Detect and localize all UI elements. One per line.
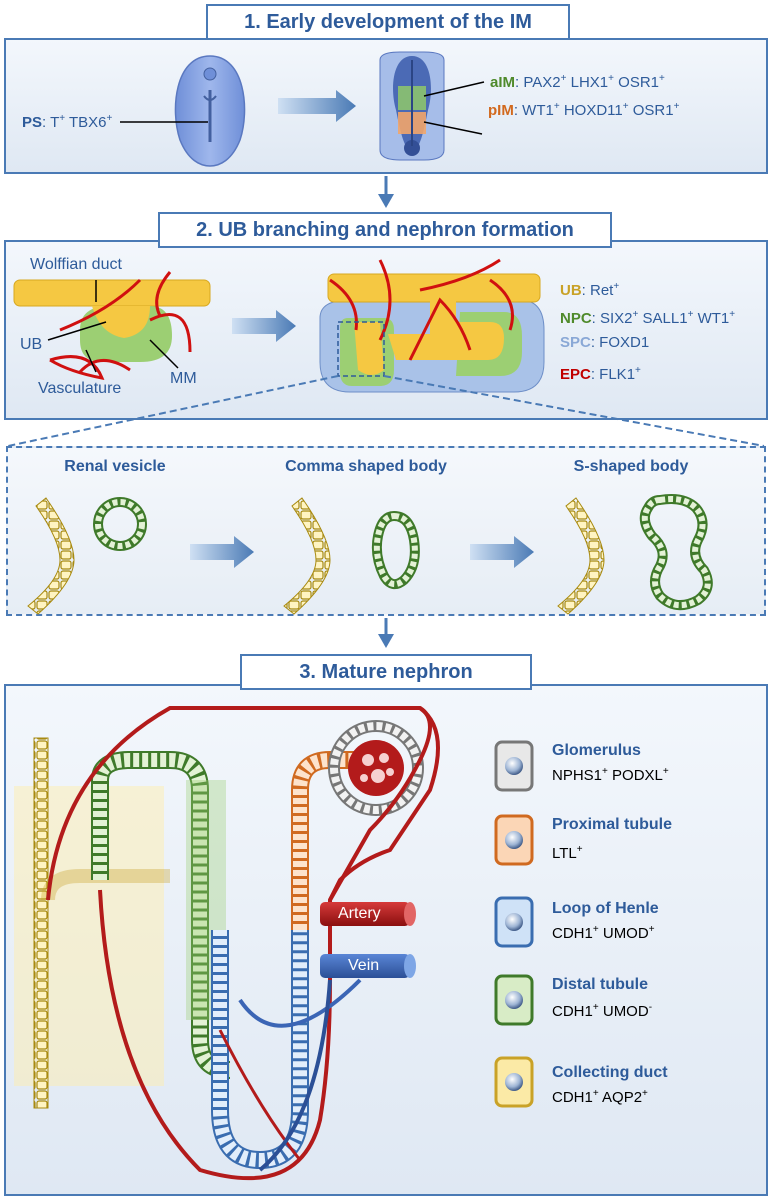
spc-marker: SPC: FOXD1 (560, 334, 650, 351)
s-shaped-body-graphic (557, 494, 713, 615)
embryo-intermediate-mesoderm (379, 51, 485, 161)
legend-icon-loop (494, 896, 534, 948)
mature-nephron-graphic (14, 706, 440, 1181)
ps-label: PS: T+ TBX6+ (22, 113, 113, 131)
pim-label: pIM: WT1+ HOXD11+ OSR1+ (488, 101, 680, 119)
down-arrow-1 (378, 176, 394, 208)
vein-label: Vein (348, 957, 380, 974)
npc-marker: NPC: SIX2+ SALL1+ WT1+ (560, 309, 736, 327)
zoom-line-left (7, 375, 339, 447)
legend-loop-name: Loop of Henle (552, 900, 659, 917)
arrow-ub-to-branching (232, 310, 296, 342)
mm-label: MM (170, 370, 197, 387)
stage-renal-vesicle: Renal vesicle (64, 458, 166, 475)
section3-title: 3. Mature nephron (240, 654, 532, 690)
legend-glomerulus-name: Glomerulus (552, 742, 641, 759)
legend-distal-name: Distal tubule (552, 976, 649, 993)
down-arrow-2 (378, 618, 394, 648)
epc-marker: EPC: FLK1+ (560, 365, 641, 383)
renal-vesicle-graphic (27, 497, 147, 615)
legend-icon-distal (494, 974, 534, 1026)
ub-label: UB (20, 336, 43, 353)
legend-loop-markers: CDH1+ UMOD+ (552, 924, 655, 942)
arrow-ps-to-im (278, 90, 356, 122)
arrow-rv-to-comma (190, 536, 254, 568)
section1-title: 1. Early development of the IM (206, 4, 570, 40)
comma-body-graphic (283, 497, 420, 615)
ub-diagram-left (13, 271, 211, 380)
arrow-comma-to-s (470, 536, 534, 568)
stage-comma-body: Comma shaped body (285, 458, 447, 475)
legend-glomerulus-markers: NPHS1+ PODXL+ (552, 766, 669, 784)
wolffian-duct-label: Wolffian duct (30, 256, 122, 273)
section2-title: 2. UB branching and nephron formation (158, 212, 612, 248)
legend-proximal-markers: LTL+ (552, 844, 583, 862)
ub-marker: UB: Ret+ (560, 281, 620, 299)
legend-icon-proximal (494, 814, 534, 866)
legend-icon-collecting (494, 1056, 534, 1108)
panel-nephron-stages (6, 446, 766, 616)
ub-diagram-right (319, 258, 545, 393)
legend-collecting-name: Collecting duct (552, 1064, 668, 1081)
legend-icon-glomerulus (494, 740, 534, 792)
zoom-line-right (383, 375, 765, 447)
legend-proximal-name: Proximal tubule (552, 816, 673, 833)
vasculature-label: Vasculature (38, 380, 122, 397)
embryo-primitive-streak (120, 55, 246, 167)
legend-distal-markers: CDH1+ UMOD- (552, 1002, 653, 1020)
aim-label: aIM: PAX2+ LHX1+ OSR1+ (490, 73, 665, 91)
legend-collecting-markers: CDH1+ AQP2+ (552, 1088, 648, 1106)
artery-label: Artery (338, 905, 381, 922)
stage-s-shaped-body: S-shaped body (573, 458, 689, 475)
